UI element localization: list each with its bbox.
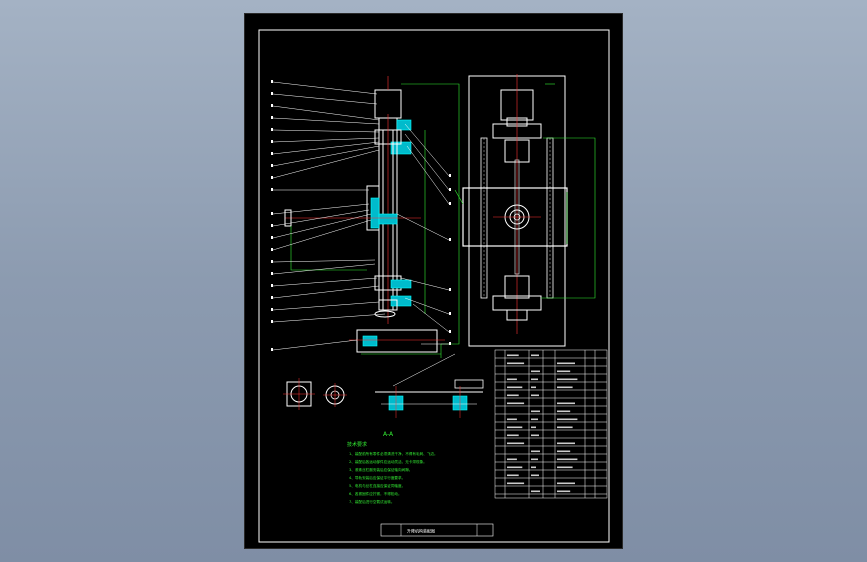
- parts-cell-mark: [531, 354, 539, 357]
- parts-cell-mark: [531, 466, 536, 469]
- motor: [374, 89, 402, 119]
- balloon-number-mark: [271, 176, 273, 179]
- parts-cell-mark: [557, 458, 578, 461]
- balloon-number-mark: [271, 128, 273, 131]
- note-6: 6、各紧固件应拧紧，不得松动。: [349, 491, 402, 496]
- parts-cell-mark: [507, 354, 519, 357]
- balloon-number-mark: [449, 330, 451, 333]
- parts-cell-mark: [557, 370, 571, 373]
- parts-cell-mark: [507, 426, 523, 429]
- parts-cell-mark: [557, 378, 578, 381]
- parts-cell-mark: [557, 386, 573, 389]
- balloon-number-mark: [271, 284, 273, 287]
- leader-lines-right: [396, 123, 450, 345]
- parts-cell-mark: [531, 418, 538, 421]
- balloon-number-mark: [271, 104, 273, 107]
- note-5: 5、电机与丝杠连接应保证同轴度。: [349, 483, 405, 488]
- side-view: [284, 76, 445, 353]
- title-block: 升降机构装配图: [380, 523, 494, 537]
- balloon-number-mark: [449, 312, 451, 315]
- balloon-number-mark: [271, 212, 273, 215]
- parts-cell-mark: [557, 410, 571, 413]
- parts-cell-mark: [531, 450, 540, 453]
- balloon-number-mark: [271, 260, 273, 263]
- drawing-sheet: A-A 技术要求 1、装配前所有零件必须清洗干净，不得有毛刺、飞边。 2、装配后…: [244, 13, 623, 549]
- balloon-number-mark: [271, 152, 273, 155]
- balloon-number-mark: [449, 202, 451, 205]
- parts-cell-mark: [531, 370, 540, 373]
- parts-cell-mark: [557, 402, 575, 405]
- base-plate: [356, 329, 438, 353]
- parts-cell-mark: [531, 458, 538, 461]
- parts-cell-mark: [507, 402, 525, 405]
- section-label: A-A: [383, 431, 394, 438]
- parts-cell-mark: [557, 490, 571, 493]
- balloon-number-mark: [271, 308, 273, 311]
- parts-cell-mark: [557, 466, 573, 469]
- balloon-number-mark: [271, 224, 273, 227]
- parts-cell-mark: [531, 434, 539, 437]
- assembly-drawing: A-A 技术要求 1、装配前所有零件必须清洗干净，不得有毛刺、飞边。 2、装配后…: [258, 29, 610, 543]
- balloon-number-mark: [271, 80, 273, 83]
- inner-border: [258, 29, 610, 543]
- parts-cell-mark: [507, 394, 519, 397]
- balloon-number-mark: [271, 164, 273, 167]
- balloon-number-mark: [271, 248, 273, 251]
- balloon-number-mark: [449, 174, 451, 177]
- note-7: 7、装配后进行空载试运转。: [349, 499, 394, 504]
- balloon-number-mark: [271, 348, 273, 351]
- note-1: 1、装配前所有零件必须清洗干净，不得有毛刺、飞边。: [349, 451, 438, 456]
- parts-cell-mark: [531, 474, 539, 477]
- balloon-number-mark: [271, 188, 273, 191]
- notes-title: 技术要求: [347, 441, 367, 448]
- parts-cell-mark: [507, 362, 525, 365]
- balloon-number-mark: [449, 342, 451, 345]
- balloon-number-mark: [449, 238, 451, 241]
- parts-cell-mark: [557, 482, 575, 485]
- section-detail: [375, 353, 484, 418]
- balloon-number-mark: [271, 140, 273, 143]
- detail-views: [283, 378, 347, 410]
- parts-cell-mark: [507, 442, 525, 445]
- parts-cell-mark: [507, 434, 519, 437]
- note-3: 3、滚珠丝杠副安装后应保证轴向间隙。: [349, 467, 412, 472]
- parts-cell-mark: [531, 410, 540, 413]
- balloon-number-mark: [449, 288, 451, 291]
- balloon-number-mark: [271, 116, 273, 119]
- parts-cell-mark: [531, 490, 540, 493]
- front-view-dimensions: [454, 83, 596, 299]
- parts-cell-mark: [557, 442, 575, 445]
- title-block-text: 升降机构装配图: [407, 528, 435, 534]
- parts-cell-mark: [507, 458, 517, 461]
- technical-notes: 技术要求 1、装配前所有零件必须清洗干净，不得有毛刺、飞边。 2、装配后各运动部…: [347, 441, 438, 504]
- balloon-marks: [271, 80, 451, 351]
- parts-list: [494, 349, 608, 499]
- parts-cell-mark: [531, 378, 538, 381]
- note-4: 4、导轨安装后应保证平行度要求。: [349, 475, 405, 480]
- parts-cell-mark: [531, 394, 539, 397]
- balloon-number-mark: [449, 188, 451, 191]
- front-view: [462, 74, 568, 347]
- balloon-number-mark: [271, 272, 273, 275]
- leader-lines-left: [272, 81, 386, 351]
- parts-cell-mark: [531, 386, 536, 389]
- balloon-number-mark: [271, 320, 273, 323]
- parts-cell-mark: [507, 466, 523, 469]
- parts-cell-mark: [507, 386, 523, 389]
- parts-cell-mark: [557, 362, 575, 365]
- parts-cell-mark: [507, 482, 525, 485]
- parts-cell-mark: [531, 426, 536, 429]
- parts-list-marks: [507, 354, 578, 493]
- note-2: 2、装配后各运动部件应运动灵活，无卡滞现象。: [349, 459, 427, 464]
- parts-cell-mark: [507, 474, 519, 477]
- parts-cell-mark: [557, 418, 578, 421]
- balloon-number-mark: [271, 92, 273, 95]
- balloon-number-mark: [271, 236, 273, 239]
- parts-cell-mark: [507, 378, 517, 381]
- parts-cell-mark: [557, 426, 573, 429]
- parts-cell-mark: [507, 418, 517, 421]
- balloon-number-mark: [271, 296, 273, 299]
- parts-cell-mark: [557, 450, 571, 453]
